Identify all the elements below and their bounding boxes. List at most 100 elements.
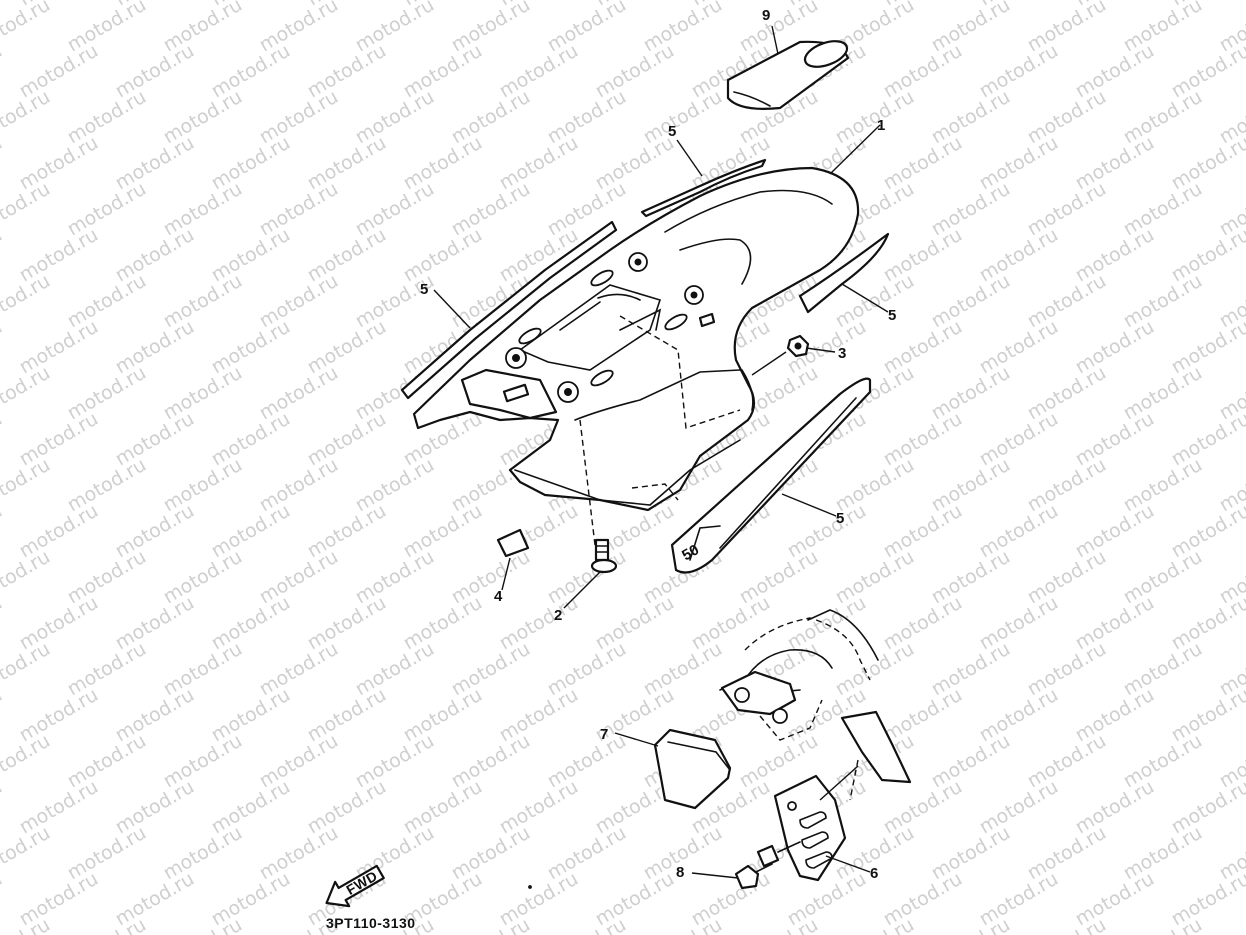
watermark-text: motod.ru	[112, 40, 198, 103]
watermark-text: motod.ru	[112, 684, 198, 747]
watermark-text: motod.ru	[64, 270, 150, 333]
watermark-text: motod.ru	[0, 132, 6, 195]
watermark-text: motod.ru	[928, 454, 1014, 517]
watermark-text: motod.ru	[0, 546, 54, 609]
watermark-text: motod.ru	[400, 132, 486, 195]
watermark-text: motod.ru	[0, 592, 6, 655]
watermark-text: motod.ru	[208, 132, 294, 195]
callout-2: 2	[554, 607, 562, 624]
watermark-text: motod.ru	[304, 684, 390, 747]
watermark-text: motod.ru	[0, 362, 54, 425]
watermark-text: motod.ru	[880, 592, 966, 655]
watermark-text: motod.ru	[304, 500, 390, 563]
watermark-text: motod.ru	[400, 684, 486, 747]
watermark-text: motod.ru	[496, 684, 582, 747]
watermark-text: motod.ru	[928, 86, 1014, 149]
watermark-text: motod.ru	[16, 500, 102, 563]
watermark-text: motod.ru	[1168, 868, 1246, 931]
watermark-text: motod.ru	[16, 224, 102, 287]
watermark-text: motod.ru	[304, 408, 390, 471]
watermark-text: motod.ru	[736, 914, 822, 935]
watermark-text: motod.ru	[1168, 684, 1246, 747]
watermark-text: motod.ru	[1120, 546, 1206, 609]
watermark-text: motod.ru	[976, 132, 1062, 195]
watermark-text: motod.ru	[400, 40, 486, 103]
watermark-text: motod.ru	[544, 546, 630, 609]
watermark-text: motod.ru	[880, 776, 966, 839]
watermark-text: motod.ru	[1168, 40, 1246, 103]
watermark-text: motod.ru	[880, 224, 966, 287]
part-5-right-stripe	[798, 232, 890, 314]
watermark-text: motod.ru	[400, 776, 486, 839]
watermark-text: motod.ru	[112, 132, 198, 195]
watermark-text: motod.ru	[976, 868, 1062, 931]
watermark-text: motod.ru	[1024, 270, 1110, 333]
watermark-text: motod.ru	[208, 500, 294, 563]
watermark-text: motod.ru	[0, 638, 54, 701]
watermark-text: motod.ru	[1120, 638, 1206, 701]
watermark-text: motod.ru	[0, 822, 54, 885]
watermark-text: motod.ru	[976, 316, 1062, 379]
watermark-text: motod.ru	[0, 868, 6, 931]
watermark-text: motod.ru	[160, 178, 246, 241]
watermark-text: motod.ru	[928, 270, 1014, 333]
watermark-text: motod.ru	[592, 868, 678, 931]
watermark-text: motod.ru	[544, 914, 630, 935]
watermark-text: motod.ru	[448, 730, 534, 793]
watermark-text: motod.ru	[688, 592, 774, 655]
part-5-top-stripe	[640, 158, 767, 218]
callout-labels: 9 5 1 5 5 3 5 4 2 7 8 6	[420, 7, 896, 882]
watermark-text: motod.ru	[256, 638, 342, 701]
watermark-text: motod.ru	[352, 546, 438, 609]
watermark-text: motod.ru	[16, 684, 102, 747]
watermark-text: motod.ru	[160, 730, 246, 793]
watermark-text: motod.ru	[1072, 316, 1158, 379]
watermark-text: motod.ru	[208, 224, 294, 287]
watermark-text: motod.ru	[928, 914, 1014, 935]
watermark-text: motod.ru	[112, 500, 198, 563]
watermark-text: motod.ru	[1168, 592, 1246, 655]
watermark-text: motod.ru	[256, 270, 342, 333]
watermark-text: motod.ru	[0, 500, 6, 563]
watermark-text: motod.ru	[1024, 822, 1110, 885]
watermark-text: motod.ru	[0, 224, 6, 287]
watermark-text: motod.ru	[448, 546, 534, 609]
watermark-text: motod.ru	[544, 730, 630, 793]
watermark-text: motod.ru	[976, 40, 1062, 103]
watermark-text: motod.ru	[208, 592, 294, 655]
watermark-text: motod.ru	[112, 316, 198, 379]
watermark-text: motod.ru	[304, 40, 390, 103]
watermark-text: motod.ru	[928, 822, 1014, 885]
watermark-text: motod.ru	[64, 822, 150, 885]
watermark-text: motod.ru	[1120, 730, 1206, 793]
watermark-text: motod.ru	[448, 86, 534, 149]
watermark-text: motod.ru	[64, 730, 150, 793]
watermark-text: motod.ru	[160, 638, 246, 701]
watermark-text: motod.ru	[16, 776, 102, 839]
watermark-text: motod.ru	[160, 546, 246, 609]
watermark-text: motod.ru	[160, 454, 246, 517]
watermark-text: motod.ru	[208, 868, 294, 931]
emblem-text: 50	[679, 541, 702, 564]
watermark-text: motod.ru	[832, 86, 918, 149]
callout-7: 7	[600, 726, 608, 743]
watermark-text: motod.ru	[976, 500, 1062, 563]
watermark-text: motod.ru	[400, 500, 486, 563]
watermark-text: motod.ru	[0, 40, 6, 103]
watermark-text: motod.ru	[832, 546, 918, 609]
watermark-text: motod.ru	[16, 40, 102, 103]
watermark-text: motod.ru	[1216, 914, 1246, 935]
watermark-text: motod.ru	[1120, 914, 1206, 935]
watermark-text: motod.ru	[304, 132, 390, 195]
watermark-text: motod.ru	[352, 638, 438, 701]
watermark-text: motod.ru	[1120, 454, 1206, 517]
watermark-text: motod.ru	[640, 638, 726, 701]
watermark-text: motod.ru	[112, 776, 198, 839]
watermark-text: motod.ru	[1024, 454, 1110, 517]
watermark-text: motod.ru	[0, 86, 54, 149]
callout-5-left: 5	[420, 281, 428, 298]
watermark-text: motod.ru	[160, 914, 246, 935]
watermark-text: motod.ru	[160, 362, 246, 425]
watermark-text: motod.ru	[400, 592, 486, 655]
